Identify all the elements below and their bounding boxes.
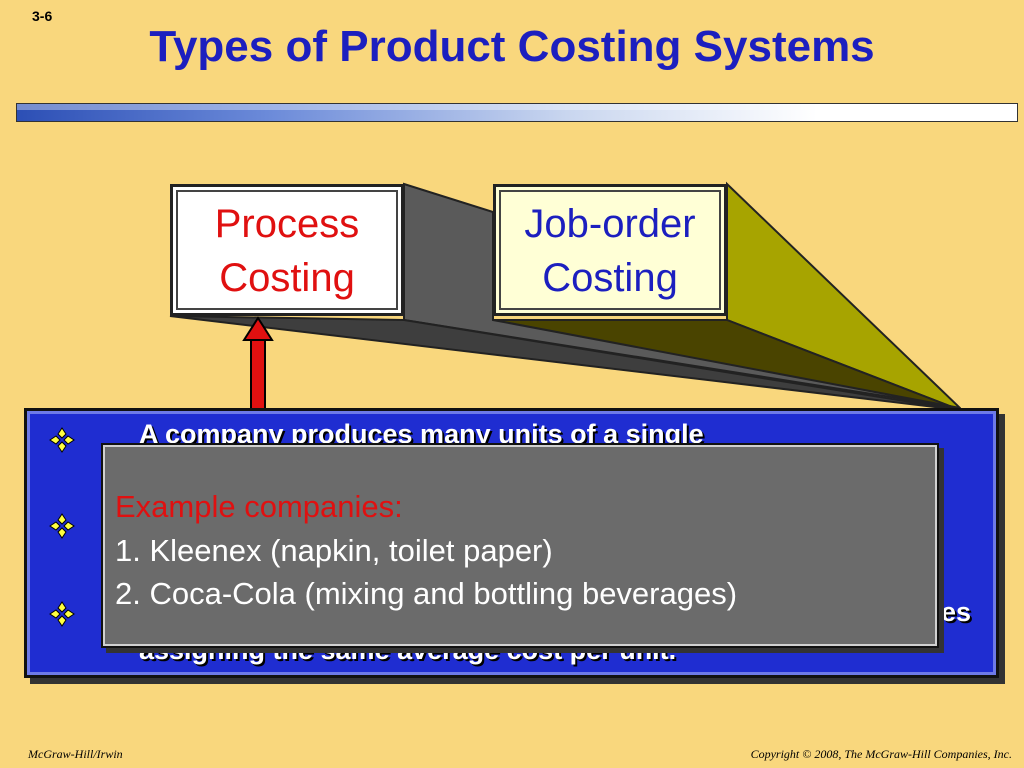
job-order-costing-box: Job-order Costing bbox=[493, 184, 727, 316]
example-company-item: 1. Kleenex (napkin, toilet paper) bbox=[115, 533, 553, 568]
slide-title: Types of Product Costing Systems bbox=[149, 22, 875, 71]
red-up-arrow bbox=[242, 316, 274, 415]
process-costing-line2: Costing bbox=[219, 256, 355, 300]
job-order-costing-line1: Job-order bbox=[524, 202, 696, 246]
process-costing-box: Process Costing bbox=[170, 184, 404, 316]
job-order-costing-line2: Costing bbox=[542, 256, 678, 300]
diamond-bullet-icon bbox=[49, 513, 75, 539]
example-companies-heading: Example companies: bbox=[115, 489, 403, 524]
process-wedge-bottom bbox=[169, 315, 961, 411]
slide-number: 3-6 bbox=[32, 8, 53, 24]
title-divider-bar bbox=[16, 103, 1018, 122]
footer-copyright: Copyright © 2008, The McGraw-Hill Compan… bbox=[750, 747, 1012, 761]
footer-publisher: McGraw-Hill/Irwin bbox=[28, 747, 123, 761]
example-company-item: 2. Coca-Cola (mixing and bottling bevera… bbox=[115, 576, 738, 611]
process-costing-line1: Process bbox=[214, 202, 360, 246]
diamond-bullet-icon bbox=[49, 427, 75, 453]
process-wedge-side bbox=[403, 182, 961, 409]
diamond-bullet-icon bbox=[49, 601, 75, 627]
bullet-3-text-fragment: es bbox=[941, 597, 972, 627]
example-companies-box: Example companies: 1. Kleenex (napkin, t… bbox=[101, 443, 939, 648]
